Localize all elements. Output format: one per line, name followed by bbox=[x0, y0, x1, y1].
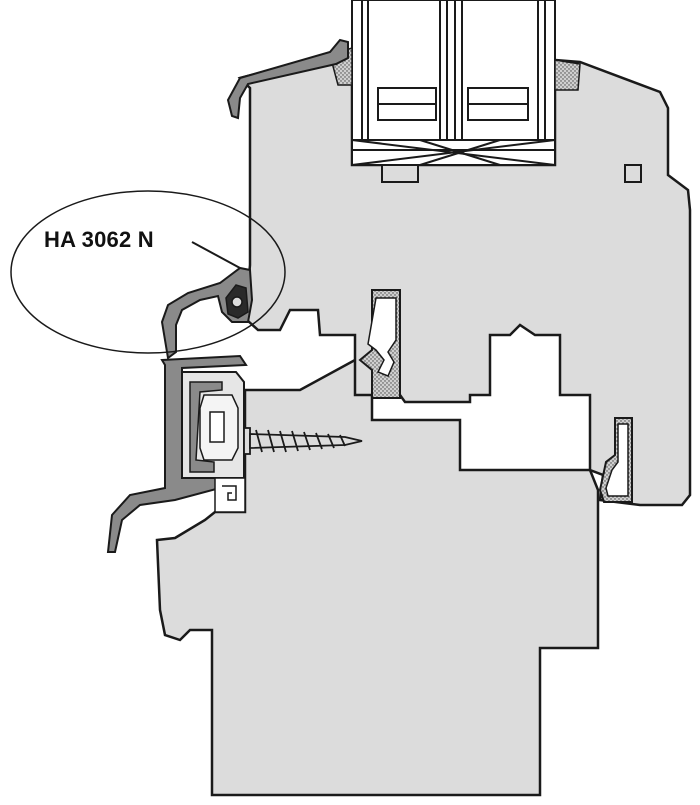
screw bbox=[243, 427, 363, 455]
setting-block-left bbox=[381, 164, 419, 183]
frame-drip-profile bbox=[106, 354, 248, 553]
glass-pane-frame bbox=[351, 0, 556, 166]
glazing-unit bbox=[351, 0, 556, 166]
centre-seal-profile bbox=[367, 297, 397, 377]
setting-block-right bbox=[624, 164, 642, 183]
profile-holder-clip bbox=[189, 381, 223, 473]
glazing-seal-right bbox=[554, 59, 581, 91]
weather-bar-seal-core bbox=[231, 296, 243, 308]
profile-base-hook bbox=[222, 485, 237, 501]
part-number-label: HA 3062 N bbox=[44, 227, 154, 252]
callout-leader bbox=[191, 241, 241, 269]
callout-ellipse bbox=[10, 190, 286, 354]
inner-seal-profile bbox=[605, 423, 629, 497]
profile-holder-slot bbox=[209, 411, 225, 443]
profile-base-block bbox=[214, 477, 246, 513]
weather-bar-profile bbox=[160, 266, 254, 360]
sash-top-weather-profile bbox=[226, 38, 349, 120]
